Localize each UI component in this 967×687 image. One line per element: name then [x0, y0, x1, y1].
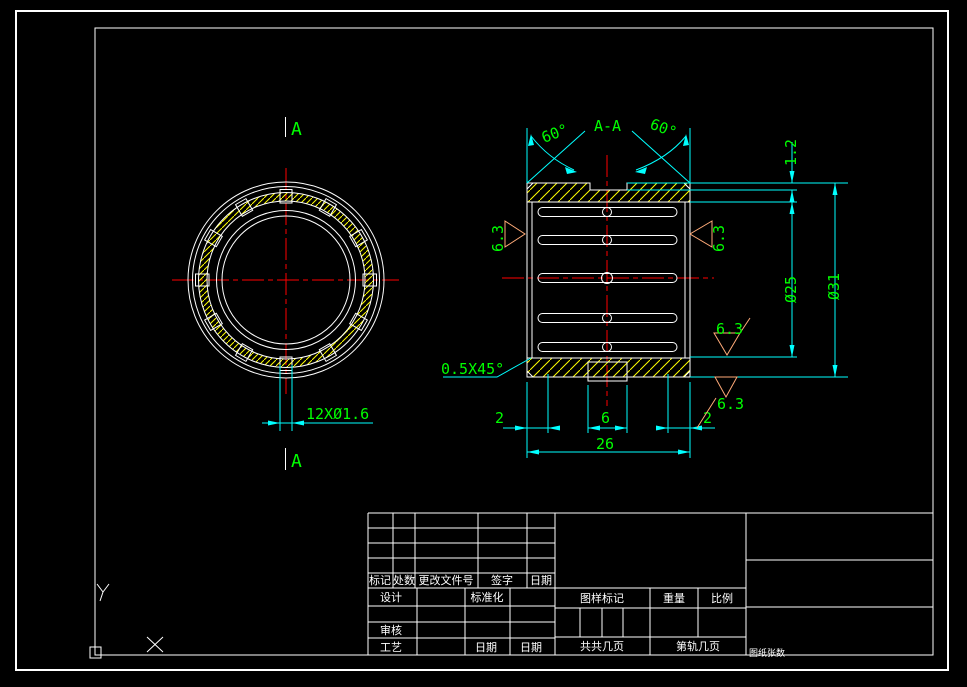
dim-outer-text: Ø31: [825, 273, 843, 300]
roughness-symbol-lower2: 6.3: [696, 376, 744, 429]
roughness-symbol-left: 6.3: [489, 220, 526, 252]
dim-angle-right-text: 60°: [648, 115, 680, 142]
page-number-label: 第轨几页: [676, 639, 720, 653]
ucs-y-axis-glyph: [96, 583, 110, 602]
stamp-label: 图样标记: [580, 591, 624, 605]
dim-length-text: 26: [596, 435, 614, 453]
dim-holes: 12XØ1.6: [262, 365, 373, 431]
design-label: 设计: [380, 591, 402, 604]
dim-end-left: 2: [495, 409, 560, 431]
ucs-origin-box: [89, 646, 102, 659]
dim-end-right: 2: [656, 409, 715, 431]
outer-groove-circle: [192, 186, 380, 374]
revision-header-date: 日期: [530, 574, 552, 587]
date-label-2: 日期: [520, 641, 542, 654]
section-title: A-A: [594, 117, 621, 135]
dim-length: 26: [527, 435, 690, 455]
extension-lines-right: [627, 182, 848, 378]
dim-depth: 1.2: [782, 139, 800, 215]
ucs-x-axis-glyph: [146, 636, 164, 653]
dim-depth-text: 1.2: [782, 139, 800, 166]
section-view[interactable]: A-A: [502, 117, 714, 406]
sheet-count-label: 图纸张数: [749, 647, 785, 659]
revision-header-count: 处数: [393, 574, 415, 587]
roughness-symbol-lower1: 6.3: [713, 317, 751, 356]
roughness-symbol-right: 6.3: [689, 220, 728, 252]
revision-header-mark: 标记: [369, 573, 391, 587]
dimensions: 60° 60° 1.2 Ø25 Ø31: [441, 115, 848, 458]
title-block: 标记 处数 更改文件号 签字 日期 设计 标准化 审核 工艺 日期 日期 图样标…: [367, 512, 933, 659]
bottom-wall-hatch: [526, 357, 691, 378]
dim-bore-text: Ø25: [782, 276, 800, 303]
revision-header-filenumber: 更改文件号: [419, 573, 474, 587]
bore-inner-circle: [221, 215, 351, 345]
weight-label: 重量: [663, 591, 685, 605]
roughness-text: 6.3: [717, 395, 744, 413]
hole-pattern: [195, 189, 377, 371]
bore-chamfer-lines: [531, 202, 686, 358]
dim-angle-left: 60°: [526, 120, 586, 184]
section-label-bottom: A: [291, 451, 302, 472]
section-label-top: A: [291, 119, 302, 140]
dim-holes-text: 12XØ1.6: [306, 405, 369, 423]
total-pages-label: 共共几页: [580, 640, 624, 653]
body-sides: [526, 202, 691, 358]
dim-end-right-text: 2: [703, 409, 712, 427]
dim-angle-right: 60°: [631, 115, 691, 184]
dim-angle-left-text: 60°: [539, 120, 571, 147]
revision-header-signature: 签字: [491, 573, 513, 587]
slots: [537, 207, 678, 352]
left-view[interactable]: A A 12XØ1.6: [172, 117, 399, 472]
dim-keyway: 6: [588, 409, 627, 431]
roughness-text: 6.3: [710, 225, 728, 252]
scale-label: 比例: [711, 591, 733, 605]
roughness-text: 6.3: [716, 320, 743, 338]
audit-label: 审核: [380, 623, 402, 637]
dim-keyway-text: 6: [601, 409, 610, 427]
top-wall-hatch: [526, 182, 691, 203]
date-label: 日期: [475, 641, 497, 654]
dim-end-left-text: 2: [495, 409, 504, 427]
dim-outer: Ø31: [825, 183, 843, 377]
bore-circle: [216, 210, 356, 350]
dim-chamfer: 0.5X45°: [441, 357, 532, 378]
standardization-label: 标准化: [471, 590, 504, 604]
extension-lines-bottom: [526, 374, 691, 458]
corner-chamfers: [526, 182, 691, 378]
dim-bore: Ø25: [782, 202, 800, 357]
process-label: 工艺: [380, 641, 402, 654]
ucs-icon: [89, 583, 164, 659]
bottom-keyway-notch: [587, 361, 628, 382]
hatched-ring: [198, 192, 375, 368]
drawing-frame: [15, 10, 949, 671]
dim-chamfer-text: 0.5X45°: [441, 360, 504, 378]
outer-circle: [187, 181, 385, 379]
roughness-text: 6.3: [489, 225, 507, 252]
